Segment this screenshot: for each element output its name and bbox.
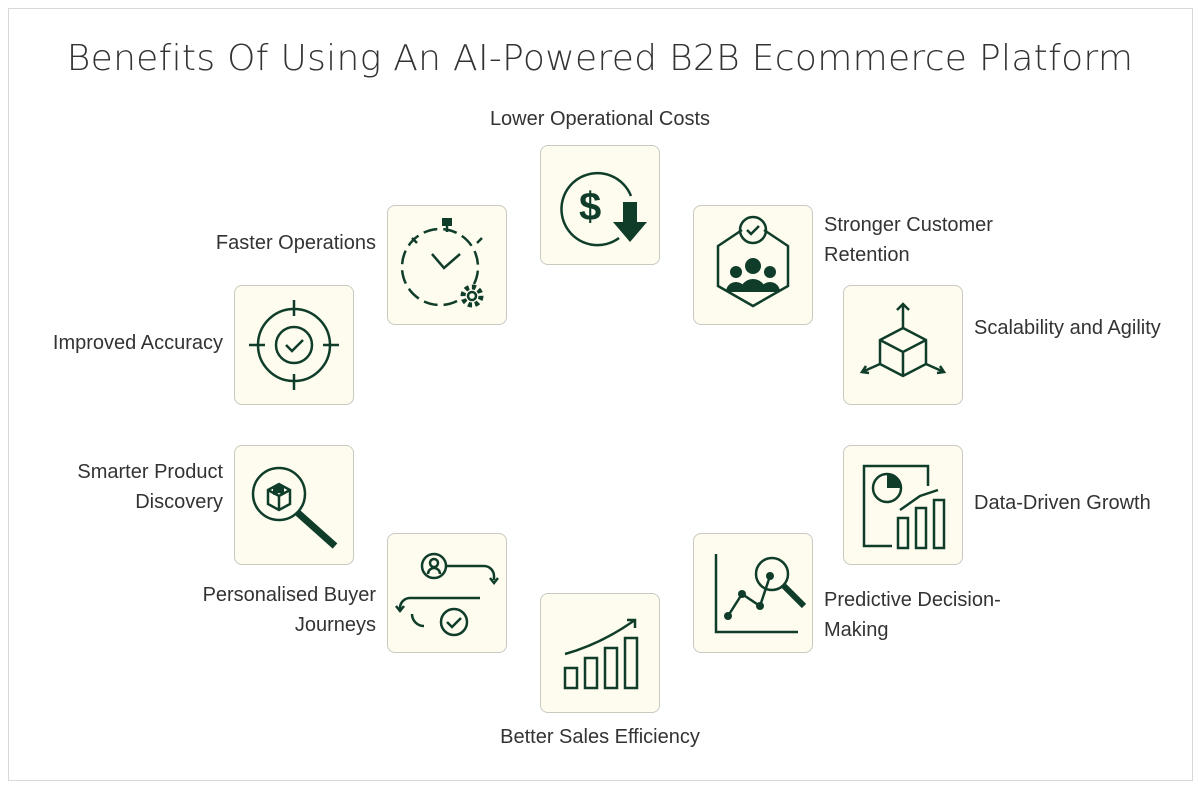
- target-check-icon: [249, 300, 339, 390]
- benefit-label: Lower Operational Costs: [489, 108, 711, 130]
- benefit-label: Stronger Customer Retention: [824, 214, 993, 266]
- benefit-label: Faster Operations: [215, 232, 376, 254]
- benefit-card-accuracy: [234, 285, 354, 405]
- benefit-card-personalised: [387, 533, 507, 653]
- benefit-card-product-discovery: [234, 445, 354, 565]
- benefit-label: Predictive Decision-Making: [824, 589, 1001, 641]
- benefit-label: Better Sales Efficiency: [500, 726, 700, 748]
- dollar-down-icon: $: [560, 171, 647, 247]
- benefit-card-scalability: [843, 285, 963, 405]
- svg-text:$: $: [579, 185, 601, 229]
- stopwatch-gear-icon: [400, 218, 484, 308]
- bar-growth-icon: [563, 618, 639, 690]
- benefit-label: Smarter Product Discovery: [77, 461, 223, 513]
- benefit-label: Personalised Buyer Journeys: [202, 584, 376, 636]
- benefit-label: Data-Driven Growth: [974, 492, 1151, 514]
- benefit-card-lower-costs: $: [540, 145, 660, 265]
- buyer-journey-icon: [395, 552, 499, 637]
- benefit-card-data-driven: [843, 445, 963, 565]
- product-search-icon: [251, 466, 338, 549]
- benefit-label: Scalability and Agility: [974, 317, 1161, 339]
- benefit-card-faster: [387, 205, 507, 325]
- benefit-card-sales: [540, 593, 660, 713]
- benefit-card-predictive: [693, 533, 813, 653]
- report-chart-icon: [862, 464, 946, 550]
- benefit-label: Improved Accuracy: [52, 332, 223, 354]
- line-chart-magnifier-icon: [714, 554, 807, 634]
- page-title: Benefits Of Using An AI-Powered B2B Ecom…: [66, 38, 1134, 79]
- customer-group-icon: [716, 215, 790, 308]
- benefit-card-retention: [693, 205, 813, 325]
- cube-arrows-icon: [859, 302, 947, 378]
